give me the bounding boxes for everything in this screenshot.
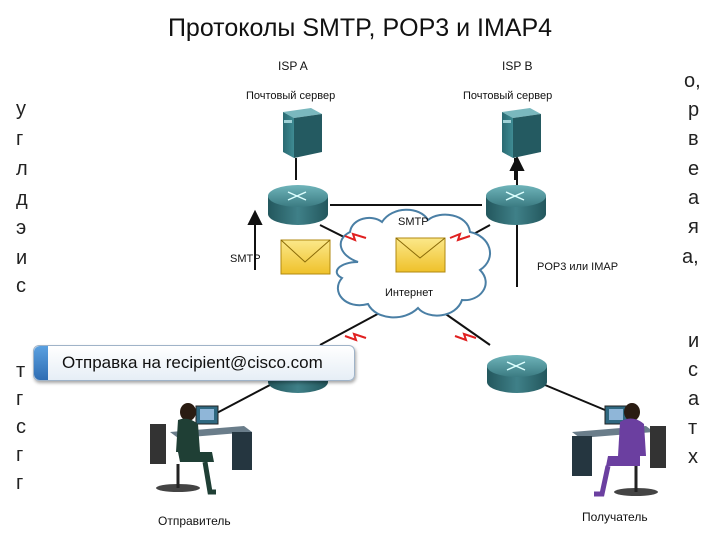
router-d (487, 355, 547, 393)
cloud-label: Интернет (385, 287, 433, 299)
right-path-label: POP3 или IMAP (537, 261, 618, 273)
sender-workstation: Отправитель (150, 403, 252, 528)
receiver-label: Получатель (582, 510, 648, 524)
callout-text: Отправка на recipient@cisco.com (62, 353, 323, 372)
arrow-up-icon (247, 209, 263, 225)
link-router-c-sender (212, 384, 271, 416)
envelope-center-label: SMTP (398, 216, 429, 228)
right-fragment: е (688, 158, 700, 180)
right-fragment: р (688, 99, 700, 121)
lightning-icons (344, 232, 477, 342)
arrow-up-icon (509, 155, 525, 171)
callout-send-to: Отправка на recipient@cisco.com (33, 345, 355, 381)
left-fragment: э (16, 217, 27, 239)
person-icon (624, 403, 640, 421)
left-fragment: г (16, 472, 24, 494)
left-fragment: д (16, 188, 28, 210)
page-title: Протоколы SMTP, POP3 и IMAP4 (167, 14, 553, 42)
link-cloud-router-d (439, 309, 491, 346)
right-fragment: х (688, 446, 698, 468)
left-fragment: у (16, 98, 26, 120)
server-b-label: Почтовый сервер (463, 90, 552, 102)
left-fragment: и (16, 247, 28, 269)
right-fragment: а (688, 388, 700, 410)
router-b (486, 185, 546, 225)
left-fragment: т (16, 360, 26, 382)
lightning-icon (344, 332, 367, 342)
link-cloud-router-c (319, 309, 386, 346)
lightning-icon (344, 232, 367, 242)
right-fragment: т (688, 417, 698, 439)
person-icon (180, 403, 196, 421)
right-fragment: а, (682, 246, 699, 268)
envelope-left-label: SMTP (230, 253, 261, 265)
left-fragment: с (16, 416, 26, 438)
mail-server-b: ISP B Почтовый сервер (463, 59, 552, 158)
callout-accent (34, 346, 48, 380)
right-fragment: о, (684, 70, 701, 92)
isp-b-label: ISP B (502, 59, 532, 73)
envelope-center: SMTP (395, 216, 446, 273)
right-fragment: а (688, 187, 700, 209)
lightning-icon (449, 232, 471, 242)
envelope-icon (280, 239, 331, 275)
link-router-d-receiver (544, 384, 606, 411)
lightning-icon (454, 332, 477, 342)
sender-label: Отправитель (158, 514, 231, 528)
envelope-left: SMTP (230, 239, 331, 275)
left-fragment: г (16, 388, 24, 410)
router-a (268, 185, 328, 225)
left-fragment: г (16, 128, 24, 150)
left-fragment: л (16, 158, 28, 180)
right-fragment: в (688, 128, 699, 150)
right-fragment: я (688, 216, 699, 238)
server-a-label: Почтовый сервер (246, 90, 335, 102)
isp-a-label: ISP A (278, 59, 308, 73)
left-fragment: г (16, 444, 24, 466)
envelope-icon (395, 237, 446, 273)
right-fragment: и (688, 330, 700, 352)
mail-server-a: ISP A Почтовый сервер (246, 59, 335, 158)
right-fragment: с (688, 359, 698, 381)
left-fragment: с (16, 275, 26, 297)
receiver-workstation: Получатель (572, 403, 666, 524)
